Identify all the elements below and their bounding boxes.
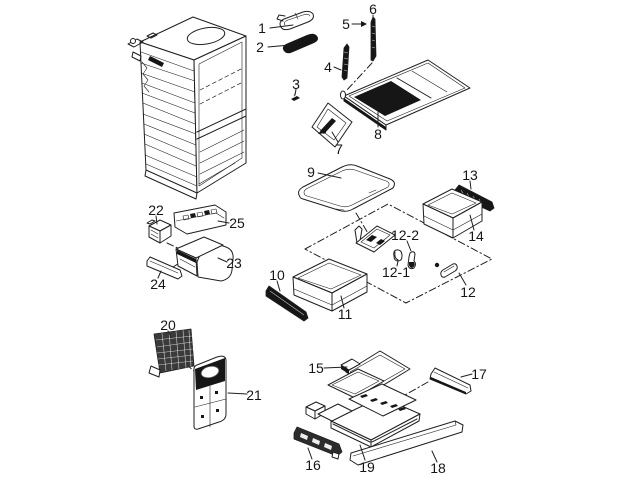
part-label-16: 16 bbox=[305, 457, 321, 473]
part-label-8: 8 bbox=[374, 126, 382, 142]
part-label-15: 15 bbox=[308, 360, 324, 376]
part-label-4: 4 bbox=[324, 59, 332, 75]
part-label-12-1: 12-1 bbox=[381, 264, 411, 280]
part-16-drawing bbox=[293, 426, 343, 460]
part-12-latch-drawing bbox=[354, 225, 396, 253]
part-6-drawing bbox=[370, 16, 377, 62]
part-label-1: 1 bbox=[258, 20, 266, 36]
part-1-drawing bbox=[276, 10, 314, 31]
leader-lines bbox=[155, 14, 475, 463]
part-20-drawing bbox=[148, 328, 195, 378]
part-23-drawing bbox=[175, 236, 234, 282]
part-label-12-2: 12-2 bbox=[390, 227, 420, 243]
part-label-25: 25 bbox=[229, 215, 245, 231]
part-19-drawing bbox=[305, 383, 421, 448]
part-label-23: 23 bbox=[226, 255, 242, 271]
part-9-drawing bbox=[298, 164, 395, 212]
part-12-2-drawing bbox=[407, 251, 416, 270]
part-label-14: 14 bbox=[468, 228, 484, 244]
part-label-18: 18 bbox=[430, 460, 446, 476]
part-label-9: 9 bbox=[307, 164, 315, 180]
part-7-drawing bbox=[311, 102, 353, 148]
part-2-drawing bbox=[282, 33, 318, 54]
part-label-17: 17 bbox=[471, 366, 487, 382]
part-label-5: 5 bbox=[342, 16, 350, 32]
part-24-drawing bbox=[146, 256, 183, 280]
part-5-arrow bbox=[351, 21, 367, 27]
part-25-drawing bbox=[173, 204, 227, 235]
part-label-24: 24 bbox=[150, 276, 166, 292]
part-10-drawing bbox=[265, 285, 309, 322]
part-17-drawing bbox=[429, 367, 472, 395]
part-4-drawing bbox=[341, 43, 350, 81]
part-12-group-outline bbox=[304, 203, 493, 304]
part-label-13: 13 bbox=[462, 167, 478, 183]
part-11-drawing bbox=[292, 258, 368, 312]
part-8-drawing bbox=[340, 59, 471, 131]
part-15-drawing bbox=[327, 350, 411, 399]
part-label-6: 6 bbox=[369, 1, 377, 17]
part-label-2: 2 bbox=[256, 39, 264, 55]
part-label-10: 10 bbox=[269, 267, 285, 283]
cabinet-drawing bbox=[127, 16, 247, 200]
part-label-12: 12 bbox=[460, 284, 476, 300]
part-21-drawing bbox=[193, 355, 227, 430]
part-22-drawing bbox=[146, 219, 172, 244]
part-18-drawing bbox=[349, 420, 464, 466]
part-label-22: 22 bbox=[148, 202, 164, 218]
part-label-7: 7 bbox=[335, 141, 343, 157]
part-label-20: 20 bbox=[160, 317, 176, 333]
part-label-3: 3 bbox=[292, 76, 300, 92]
part-label-21: 21 bbox=[246, 387, 262, 403]
part-label-19: 19 bbox=[359, 459, 375, 475]
part-14-drawing bbox=[422, 188, 483, 239]
part-12-roller-drawing bbox=[434, 262, 458, 278]
part-label-11: 11 bbox=[337, 306, 353, 322]
part-12-1-drawing bbox=[393, 249, 403, 262]
